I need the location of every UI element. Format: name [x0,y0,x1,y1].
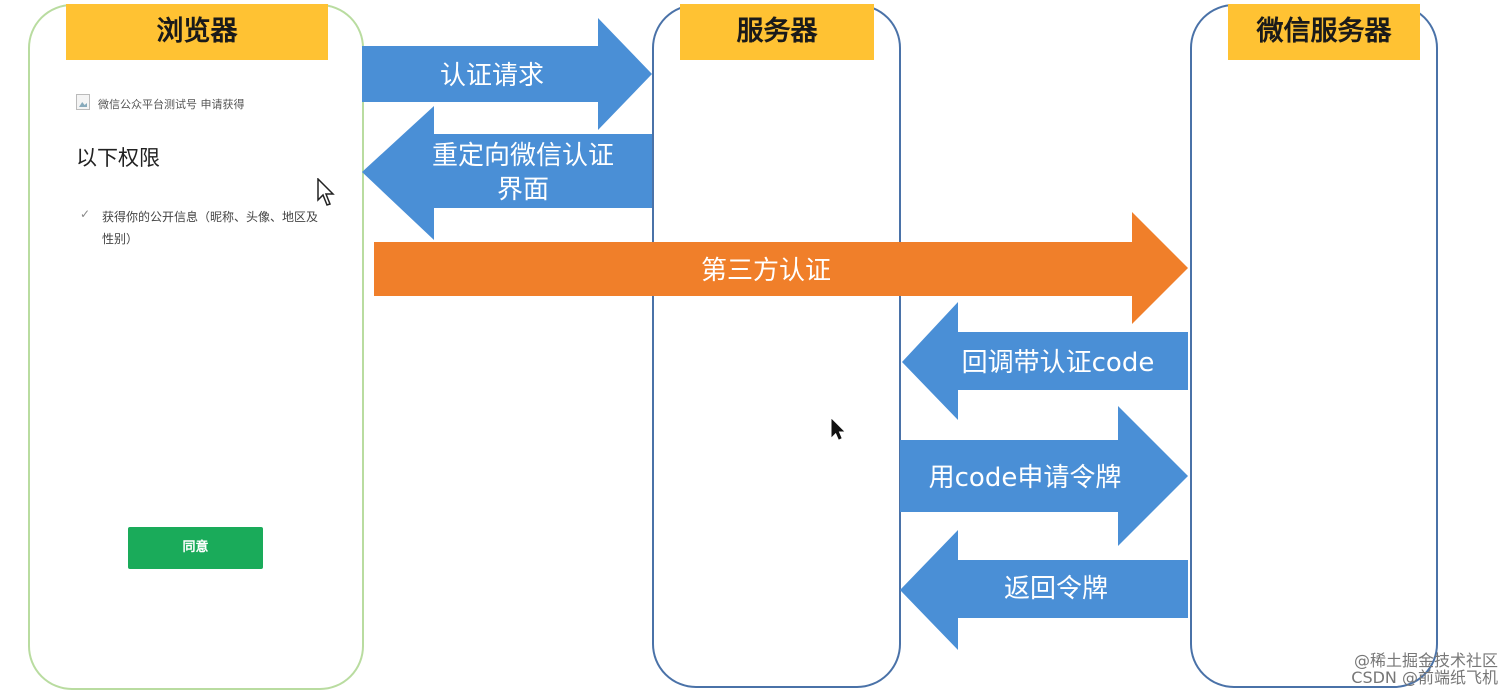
arrow-callback-code: 回调带认证code [902,302,1188,420]
app-title: 微信公众平台测试号 申请获得 [98,98,245,111]
browser-header: 浏览器 [66,4,328,60]
wechat-server-header: 微信服务器 [1228,4,1420,60]
arrow-label-third-party-auth: 第三方认证 [701,256,831,286]
pointer-cursor-icon [317,178,335,206]
arrow-label-redirect-line1: 重定向微信认证 [432,141,614,171]
arrow-auth-request: 认证请求 [362,18,652,130]
broken-image-icon [76,94,90,110]
arrow-third-party-auth: 第三方认证 [374,212,1188,324]
arrow-return-token: 返回令牌 [900,530,1188,650]
permission-item: 获得你的公开信息（昵称、头像、地区及性别） [102,210,319,246]
server-header: 服务器 [680,4,874,60]
arrow-label-auth-request: 认证请求 [440,61,544,91]
watermark: @稀土掘金技术社区 CSDN @前端纸飞机 [1351,652,1498,686]
arrow-label-return-token: 返回令牌 [1004,574,1108,604]
permission-heading: 以下权限 [76,146,160,170]
check-icon: ✓ [80,207,91,221]
arrow-label-redirect-line2: 界面 [497,175,549,205]
watermark-line2: CSDN @前端纸飞机 [1351,668,1498,687]
agree-button[interactable]: 同意 [128,527,263,569]
arrow-request-token: 用code申请令牌 [900,406,1188,546]
arrow-redirect: 重定向微信认证 界面 [362,106,652,240]
pointer-cursor-icon [831,419,845,440]
arrow-label-callback-code: 回调带认证code [962,348,1155,378]
watermark-line1: @稀土掘金技术社区 [1353,651,1498,670]
arrow-label-request-token: 用code申请令牌 [929,463,1122,493]
